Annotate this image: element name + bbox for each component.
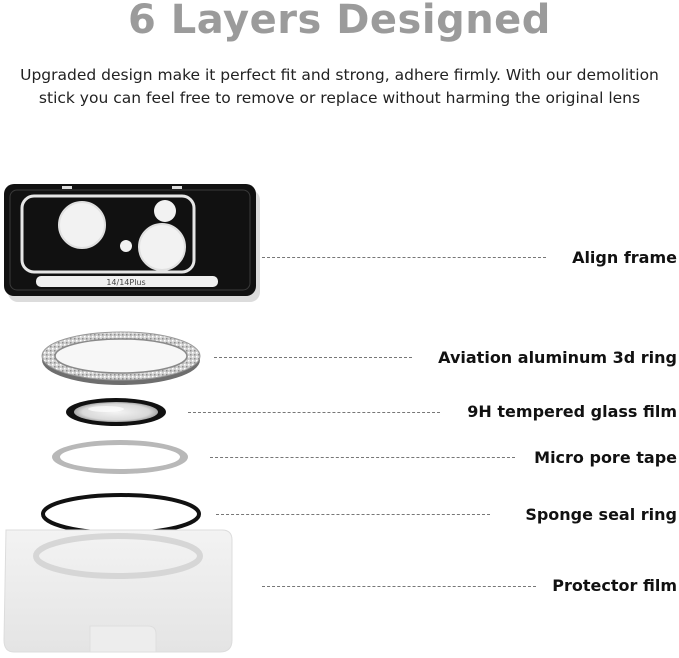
- leader-line-sponge-seal-ring: [216, 514, 490, 515]
- frame-model-text: 14/14Plus: [106, 278, 145, 287]
- leader-line-aluminum-ring: [214, 357, 412, 358]
- page-subtitle: Upgraded design make it perfect fit and …: [0, 64, 679, 110]
- micro-pore-tape-illustration: [52, 440, 188, 474]
- protector-film-illustration: [3, 529, 233, 653]
- layer-label-aluminum-ring: Aviation aluminum 3d ring: [438, 348, 677, 367]
- layer-label-micro-pore-tape: Micro pore tape: [534, 448, 677, 467]
- leader-line-tempered-glass: [188, 412, 440, 413]
- subtitle-line-2: stick you can feel free to remove or rep…: [38, 89, 641, 107]
- page-title: 6 Layers Designed: [128, 0, 551, 43]
- aluminum-ring-illustration: [41, 331, 201, 385]
- leader-line-protector-film: [262, 586, 536, 587]
- layer-label-tempered-glass: 9H tempered glass film: [467, 402, 677, 421]
- sponge-seal-ring-illustration: [41, 493, 201, 535]
- tempered-glass-illustration: [66, 398, 166, 426]
- leader-line-micro-pore-tape: [210, 457, 515, 458]
- layer-label-protector-film: Protector film: [552, 576, 677, 595]
- layer-label-sponge-seal-ring: Sponge seal ring: [525, 505, 677, 524]
- subtitle-line-1: Upgraded design make it perfect fit and …: [20, 66, 659, 84]
- layer-label-align-frame: Align frame: [572, 248, 677, 267]
- leader-line-align-frame: [262, 257, 546, 258]
- align-frame-illustration: [4, 184, 260, 302]
